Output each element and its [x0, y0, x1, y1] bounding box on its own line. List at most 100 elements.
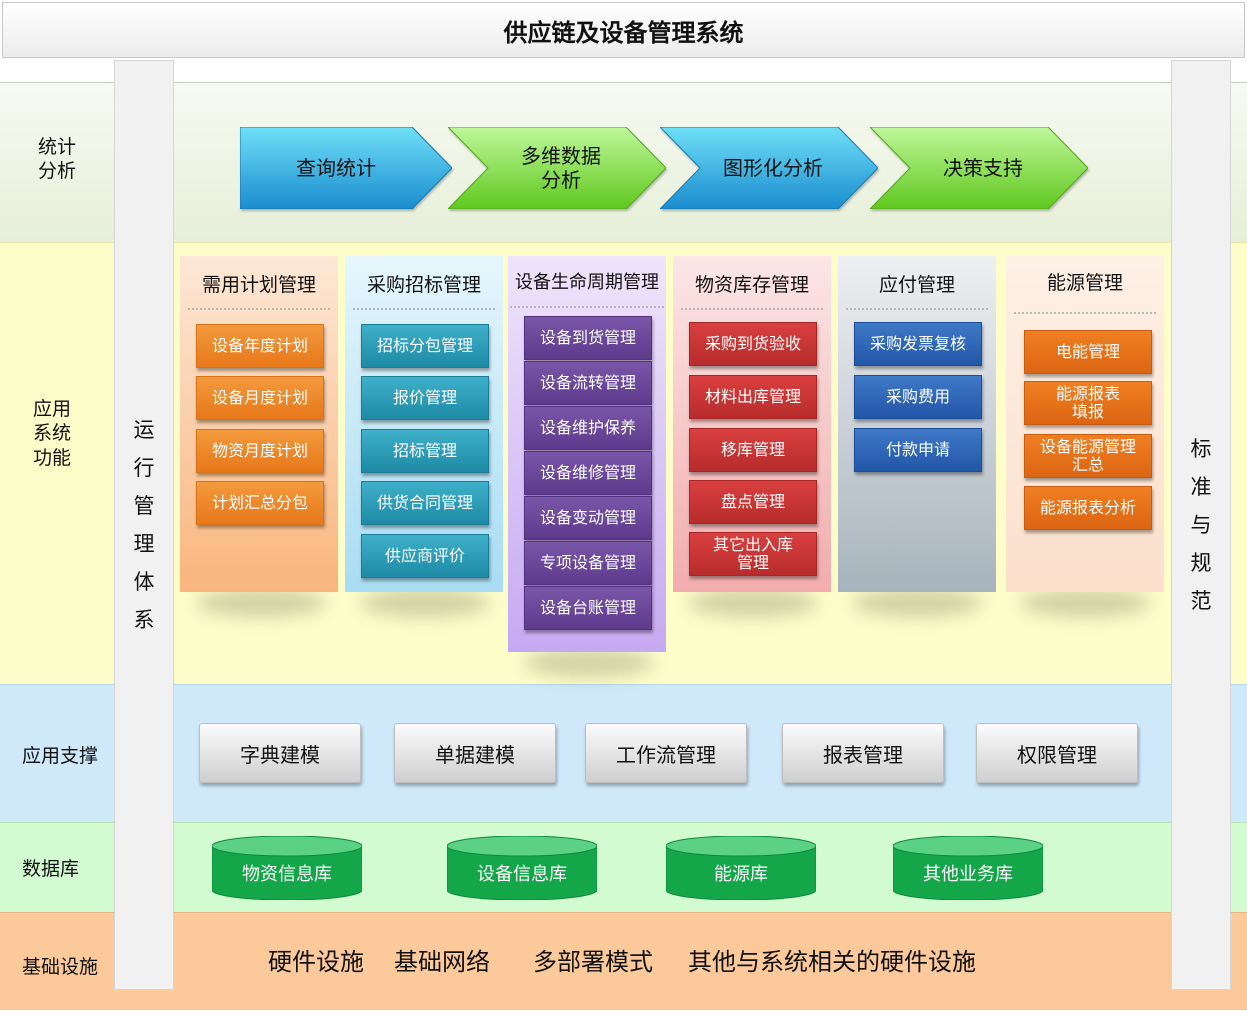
btn-equipment-energy-summary[interactable]: 设备能源管理 汇总: [1024, 434, 1152, 478]
module-title: 能源管理: [1014, 268, 1156, 314]
db-material-info[interactable]: 物资信息库: [212, 836, 362, 900]
db-label: 其他业务库: [923, 864, 1013, 885]
btn-invoice-review[interactable]: 采购发票复核: [854, 322, 982, 366]
layer-label-database: 数据库: [22, 858, 80, 880]
btn-purchase-acceptance[interactable]: 采购到货验收: [689, 322, 817, 366]
arrow-label: 图形化分析: [723, 156, 823, 180]
database-icon: [212, 836, 362, 900]
side-right-char: 与: [1190, 513, 1212, 537]
arrow-multidim-analysis[interactable]: 多维数据 分析: [448, 127, 666, 209]
btn-equipment-change[interactable]: 设备变动管理: [524, 496, 652, 540]
infra-hardware: 硬件设施: [268, 948, 364, 976]
arrow-label: 查询统计: [296, 156, 376, 180]
btn-material-outbound[interactable]: 材料出库管理: [689, 375, 817, 419]
module-demand-plan: 需用计划管理 设备年度计划 设备月度计划 物资月度计划 计划汇总分包: [180, 256, 338, 592]
panel-shadow: [852, 588, 982, 618]
layer-infra: 基础设施: [0, 912, 1247, 1010]
db-other-business[interactable]: 其他业务库: [893, 836, 1043, 900]
btn-supply-contract-mgmt[interactable]: 供货合同管理: [361, 481, 489, 525]
arrow-graphic-analysis[interactable]: 图形化分析: [660, 127, 878, 209]
side-left-char: 体: [133, 570, 155, 594]
infra-network: 基础网络: [394, 948, 490, 976]
database-icon: [666, 836, 816, 900]
db-label: 设备信息库: [477, 864, 567, 885]
infra-deployment: 多部署模式: [533, 948, 653, 976]
btn-plan-summary-package[interactable]: 计划汇总分包: [196, 481, 324, 525]
side-left-char: 系: [133, 608, 155, 632]
btn-bid-package-mgmt[interactable]: 招标分包管理: [361, 324, 489, 368]
btn-material-monthly-plan[interactable]: 物资月度计划: [196, 429, 324, 473]
btn-payment-request[interactable]: 付款申请: [854, 428, 982, 472]
side-right-char: 范: [1190, 589, 1212, 613]
btn-bidding-mgmt[interactable]: 招标管理: [361, 429, 489, 473]
layer-database: 数据库: [0, 822, 1247, 912]
btn-special-equipment[interactable]: 专项设备管理: [524, 541, 652, 585]
db-energy[interactable]: 能源库: [666, 836, 816, 900]
side-left-char: 行: [133, 456, 155, 480]
btn-equipment-repair[interactable]: 设备维修管理: [524, 451, 652, 495]
side-right-char: 规: [1190, 551, 1212, 575]
btn-stocktaking[interactable]: 盘点管理: [689, 480, 817, 524]
module-payables: 应付管理 采购发票复核 采购费用 付款申请: [838, 256, 996, 592]
btn-equipment-monthly-plan[interactable]: 设备月度计划: [196, 376, 324, 420]
arrow-label: 决策支持: [943, 156, 1023, 180]
side-left-char: 运: [133, 418, 155, 442]
ops-management-column: 运 行 管 理 体 系: [114, 60, 174, 990]
arrow-decision-support[interactable]: 决策支持: [870, 127, 1088, 209]
side-right-char: 标: [1190, 437, 1212, 461]
arrow-query-stats[interactable]: 查询统计: [240, 127, 452, 209]
btn-supplier-evaluation[interactable]: 供应商评价: [361, 534, 489, 578]
module-procurement-bidding: 采购招标管理 招标分包管理 报价管理 招标管理 供货合同管理 供应商评价: [345, 256, 503, 592]
database-icon: [893, 836, 1043, 900]
module-title: 需用计划管理: [188, 270, 330, 310]
module-equipment-lifecycle: 设备生命周期管理 设备到货管理 设备流转管理 设备维护保养 设备维修管理 设备变…: [508, 256, 666, 652]
btn-document-modeling[interactable]: 单据建模: [394, 723, 556, 783]
panel-shadow: [196, 588, 326, 618]
standards-column: 标 准 与 规 范: [1171, 60, 1231, 990]
db-label: 物资信息库: [242, 864, 332, 885]
btn-purchase-expense[interactable]: 采购费用: [854, 375, 982, 419]
panel-shadow: [688, 588, 818, 618]
module-title: 设备生命周期管理: [510, 268, 664, 308]
arrow-label: 多维数据 分析: [521, 144, 601, 192]
btn-equipment-maintenance[interactable]: 设备维护保养: [524, 406, 652, 450]
arrow-shape: [240, 127, 452, 209]
panel-shadow: [1020, 588, 1150, 618]
btn-equipment-annual-plan[interactable]: 设备年度计划: [196, 324, 324, 368]
module-inventory: 物资库存管理 采购到货验收 材料出库管理 移库管理 盘点管理 其它出入库 管理: [673, 256, 831, 592]
layer-label-stats: 统计 分析: [38, 136, 77, 183]
layer-label-infra: 基础设施: [22, 956, 99, 978]
db-label: 能源库: [714, 864, 768, 885]
btn-energy-report-analysis[interactable]: 能源报表分析: [1024, 486, 1152, 530]
side-left-char: 理: [133, 532, 155, 556]
btn-stock-transfer[interactable]: 移库管理: [689, 428, 817, 472]
btn-report-mgmt[interactable]: 报表管理: [782, 723, 944, 783]
module-energy: 能源管理 电能管理 能源报表 填报 设备能源管理 汇总 能源报表分析: [1006, 256, 1164, 592]
arrow-shape: [448, 127, 666, 209]
layer-label-support: 应用支撑: [22, 745, 99, 767]
panel-shadow: [524, 648, 654, 678]
arrow-shape: [660, 127, 878, 209]
layer-label-app: 应用 系统 功能: [33, 398, 72, 469]
btn-equipment-ledger[interactable]: 设备台账管理: [524, 586, 652, 630]
page-title: 供应链及设备管理系统: [2, 2, 1245, 58]
module-title: 采购招标管理: [353, 270, 495, 310]
side-left-char: 管: [133, 494, 155, 518]
btn-workflow-mgmt[interactable]: 工作流管理: [585, 723, 747, 783]
btn-electric-energy[interactable]: 电能管理: [1024, 330, 1152, 374]
btn-permission-mgmt[interactable]: 权限管理: [976, 723, 1138, 783]
btn-equipment-arrival[interactable]: 设备到货管理: [524, 316, 652, 360]
module-title: 应付管理: [846, 270, 988, 310]
panel-shadow: [360, 588, 490, 618]
btn-equipment-transfer[interactable]: 设备流转管理: [524, 361, 652, 405]
btn-energy-report-fill[interactable]: 能源报表 填报: [1024, 381, 1152, 425]
module-title: 物资库存管理: [681, 270, 823, 310]
side-right-char: 准: [1190, 475, 1212, 499]
db-equipment-info[interactable]: 设备信息库: [447, 836, 597, 900]
arrow-shape: [870, 127, 1088, 209]
btn-other-inout[interactable]: 其它出入库 管理: [689, 532, 817, 576]
btn-quotation-mgmt[interactable]: 报价管理: [361, 376, 489, 420]
btn-dictionary-modeling[interactable]: 字典建模: [199, 723, 361, 783]
database-icon: [447, 836, 597, 900]
infra-other-hardware: 其他与系统相关的硬件设施: [688, 948, 976, 976]
